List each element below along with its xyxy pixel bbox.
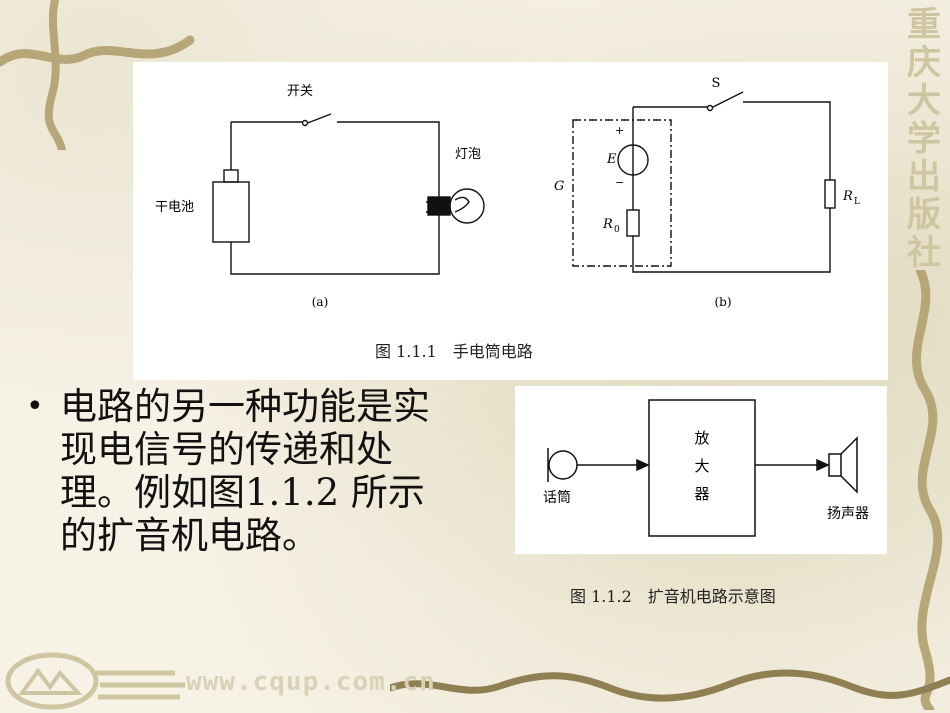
figure-1-panel: 开关 灯泡 干电池 (a) S E + − G R 0 R L (b)	[133, 62, 888, 380]
emf-label: E	[606, 152, 617, 167]
source-g-label: G	[554, 179, 564, 194]
figure-b-sublabel: (b)	[714, 295, 731, 309]
footer-url: www.cqup.com.cn	[186, 667, 436, 697]
rl-subscript: L	[854, 197, 860, 207]
bullet-dot: •	[26, 389, 44, 424]
publisher-char: 社	[907, 233, 941, 273]
figure-2-diagram: 话筒 放 大 器 扬声器	[543, 399, 869, 537]
publisher-char: 大	[907, 81, 941, 121]
amp-label-1: 放	[694, 429, 709, 447]
right-vine	[912, 270, 943, 710]
plus-sign: +	[615, 124, 624, 137]
bulb-label: 灯泡	[455, 147, 481, 162]
battery-label: 干电池	[155, 200, 194, 215]
r0-label: R	[602, 217, 613, 232]
mountain-logo-icon	[5, 652, 185, 710]
bullet-paragraph: • 电路的另一种功能是实现电信号的传递和处理。例如图1.1.2 所示的扩音机电路…	[26, 385, 460, 557]
figure-1-caption: 图 1.1.1 手电筒电路	[375, 342, 533, 361]
bottom-vine	[390, 669, 950, 702]
figure-1-diagram: 开关 灯泡 干电池 (a) S E + − G R 0 R L (b)	[155, 76, 860, 309]
figure-a-sublabel: (a)	[312, 295, 329, 309]
publisher-char: 庆	[907, 43, 941, 83]
publisher-char: 重	[907, 5, 941, 45]
switch-s-label: S	[712, 76, 721, 91]
bullet-text: 电路的另一种功能是实现电信号的传递和处理。例如图1.1.2 所示的扩音机电路。	[60, 385, 430, 557]
publisher-char: 版	[907, 195, 941, 235]
amp-label-2: 大	[694, 457, 709, 475]
figure-2-panel: 话筒 放 大 器 扬声器	[515, 386, 887, 554]
figure-2-caption: 图 1.1.2 扩音机电路示意图	[570, 587, 776, 606]
amp-label-3: 器	[694, 485, 709, 503]
publisher-char: 出	[907, 157, 941, 197]
minus-sign: −	[615, 176, 624, 189]
rl-label: R	[842, 189, 853, 204]
publisher-char: 学	[907, 119, 941, 159]
r0-subscript: 0	[614, 225, 620, 235]
top-left-vine	[0, 0, 195, 150]
speaker-label: 扬声器	[827, 506, 869, 522]
publisher-vertical-title: 重 庆 大 学 出 版 社	[902, 6, 946, 272]
mic-label: 话筒	[543, 489, 571, 506]
switch-label: 开关	[287, 84, 313, 99]
